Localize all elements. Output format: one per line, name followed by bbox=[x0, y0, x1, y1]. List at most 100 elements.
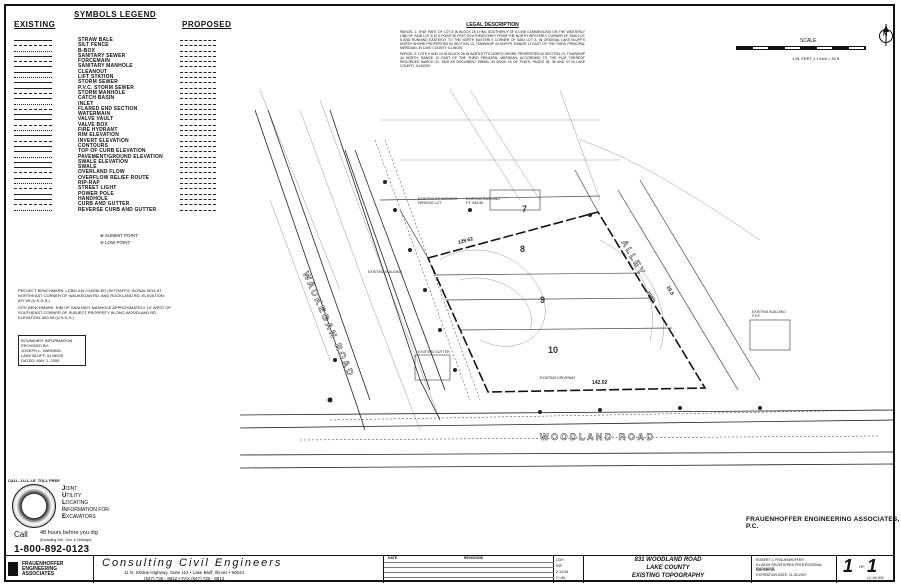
lot-number-9: 9 bbox=[540, 295, 546, 305]
tb-certification: ROBERT J. FRAUENHOFFER ILLINOIS REGISTER… bbox=[752, 556, 837, 583]
firm-phones: (847) 735 - 8812 • FAX (847) 735 - 8813 bbox=[144, 576, 225, 581]
legend-proposed-symbol-icon bbox=[180, 71, 216, 73]
utility-lines bbox=[299, 139, 881, 441]
julie-ring-text: CALL J.U.L.I.E. TOLL FREE bbox=[8, 478, 60, 483]
lot-number-8: 8 bbox=[520, 244, 526, 254]
legend-existing-symbol-icon bbox=[14, 130, 52, 132]
legend-item: P.V.C. STORM SEWER bbox=[12, 85, 232, 91]
legend-item-label: B-BOX bbox=[78, 47, 96, 54]
legend-item-label: STORM MANHOLE bbox=[78, 89, 126, 96]
firm-name: FRAUENHOFFER ENGINEERING ASSOCIATES, P.C… bbox=[746, 516, 900, 530]
legend-item-label: VALVE BOX bbox=[78, 121, 108, 128]
dimension-bottom: 142.02 bbox=[592, 380, 608, 386]
boundary-info: BOUNDARY INFORMATION PROVIDED BY: JOSEPH… bbox=[18, 335, 86, 366]
legend-existing-symbol-icon bbox=[14, 50, 52, 52]
legend-proposed-symbol-icon bbox=[180, 61, 216, 63]
tb-logo: FRAUENHOFFER ENGINEERING ASSOCIATES bbox=[4, 556, 94, 583]
legend-item: LIFT STATION bbox=[12, 74, 232, 80]
legend-existing-symbol-icon bbox=[14, 66, 52, 68]
legend-item-label: INLET bbox=[78, 100, 94, 107]
sheet-border bbox=[4, 4, 895, 582]
legend-item-label: RIP-RAP bbox=[78, 180, 100, 187]
legend-item-label: OVERFLOW RELIEF ROUTE bbox=[78, 174, 150, 181]
legend-proposed-symbol-icon bbox=[180, 119, 216, 121]
legend-existing-symbol-icon bbox=[14, 167, 52, 169]
legend-item-label: WATERMAIN bbox=[78, 111, 111, 118]
lot-number-7: 7 bbox=[522, 204, 528, 214]
legend-existing-symbol-icon bbox=[14, 55, 52, 57]
legend-existing-symbol-icon bbox=[14, 151, 52, 153]
legend-existing-symbol-icon bbox=[14, 193, 52, 195]
legend-item-label: TOP OF CURB ELEVATION bbox=[78, 148, 146, 155]
tb-sheet-number: 1 OF 1 LC-06-004 bbox=[837, 556, 895, 583]
legend-proposed-symbol-icon bbox=[180, 108, 216, 110]
building-outlines bbox=[414, 189, 791, 381]
boundary-line-4: DATED: MAY 1, 2000 bbox=[21, 358, 60, 363]
note-building-east: EXISTING BUILDING F.F.E. bbox=[752, 310, 786, 318]
boundary-line-1: BOUNDARY INFORMATION PROVIDED BY: bbox=[21, 338, 73, 348]
north-label: N bbox=[883, 32, 888, 38]
legend-item-label: FLARED END SECTION bbox=[78, 105, 138, 112]
waukegan-road-edges bbox=[254, 109, 446, 431]
legend-item-label: PAVEMENT/GROUND ELEVATION bbox=[78, 153, 163, 160]
julie-word: LOCATING bbox=[62, 500, 88, 506]
legend-item: OVERLAND FLOW bbox=[12, 169, 232, 175]
julie-word-rest: OINT bbox=[65, 486, 78, 492]
project-county: LAKE COUNTY bbox=[646, 565, 690, 571]
legend-item: RIP-RAP bbox=[12, 180, 232, 187]
legend-proposed-symbol-icon bbox=[180, 114, 216, 116]
tb-meta: CDH RJF 2-13-06 1"=30' bbox=[554, 556, 584, 583]
legend-item: FORCEMAIN bbox=[12, 58, 232, 64]
cert-line-3: 062-049784 bbox=[756, 568, 775, 572]
legend-proposed-symbol-icon bbox=[180, 188, 216, 190]
legend-proposed-symbol-icon bbox=[180, 55, 216, 57]
low-point-note: ⊖ LOW POINT bbox=[100, 240, 131, 245]
boundary-line-3: LAKE BLUFF, ILLINOIS bbox=[21, 353, 64, 358]
legend-existing-symbol-icon bbox=[14, 40, 52, 41]
legend-item: SANITARY MANHOLE bbox=[12, 63, 232, 70]
legend-item-label: CONTOURS bbox=[78, 142, 109, 149]
legend-existing-symbol-icon bbox=[14, 61, 52, 63]
rev-revisions-header: REVISIONS bbox=[464, 556, 484, 560]
meta-date: 2-13-06 bbox=[556, 570, 569, 574]
legend-proposed-symbol-icon bbox=[180, 156, 216, 158]
julie-hours: 48 hours before you dig bbox=[40, 530, 98, 536]
firm-logo-icon bbox=[8, 562, 18, 576]
legend-proposed-symbol-icon bbox=[180, 135, 216, 137]
rev-date-header: DATE bbox=[388, 556, 398, 560]
firm-address: 11 N. Skokie Highway, Suite 112 • Lake B… bbox=[124, 570, 245, 575]
sheet-id: LC-06-004 bbox=[867, 576, 884, 580]
legend-item-label: SWALE ELEVATION bbox=[78, 158, 129, 165]
legend-item: VALVE VAULT bbox=[12, 116, 232, 122]
legend-proposed-symbol-icon bbox=[180, 77, 216, 79]
legend-item-label: HANDHOLE bbox=[78, 195, 108, 202]
scale-ratio: 1 IN. FEET 1 1 inch = 30 ft. bbox=[792, 56, 841, 61]
legend-existing-symbol-icon bbox=[14, 209, 52, 211]
legend-proposed-symbol-icon bbox=[180, 92, 216, 94]
legend-item: WATERMAIN bbox=[12, 111, 232, 118]
julie-exclusion: (Excluding Sat., Sun. & Holidays) bbox=[40, 538, 92, 542]
legend-existing-symbol-icon bbox=[14, 172, 52, 174]
legend-item-label: CLEANOUT bbox=[78, 68, 108, 75]
legend-proposed-symbol-icon bbox=[180, 87, 216, 89]
note-building-ffe: EXISTING BUILDING F.F. 665.86 bbox=[466, 197, 500, 205]
legend-item-label: RIM ELEVATION bbox=[78, 132, 120, 139]
legend-existing-symbol-icon bbox=[14, 77, 52, 79]
legend-item-label: SANITARY SEWER bbox=[78, 52, 126, 59]
julie-word-initial: U bbox=[62, 493, 67, 499]
legend-proposed-symbol-icon bbox=[180, 198, 216, 200]
legend-item: CURB AND GUTTER bbox=[12, 201, 232, 207]
legend-item: STORM SEWER bbox=[12, 79, 232, 85]
legend-item-label: SANITARY MANHOLE bbox=[78, 63, 133, 70]
legend-item-label: INVERT ELEVATION bbox=[78, 137, 129, 144]
legend-proposed-symbol-icon bbox=[180, 130, 216, 132]
legal-parcel-1: PARCEL 1: THAT PART OF LOT 8 IN BLOCK 26… bbox=[400, 30, 585, 50]
legend-item-label: FIRE HYDRANT bbox=[78, 127, 118, 134]
project-benchmark: PROJECT BENCHMARK: LCBM 4-B. CHISELED (I… bbox=[18, 288, 165, 303]
legend-existing-symbol-icon bbox=[14, 108, 52, 110]
julie-word: JOINT bbox=[62, 486, 77, 492]
legend-item: SANITARY SEWER bbox=[12, 52, 232, 59]
legend-proposed-symbol-icon bbox=[180, 167, 216, 169]
